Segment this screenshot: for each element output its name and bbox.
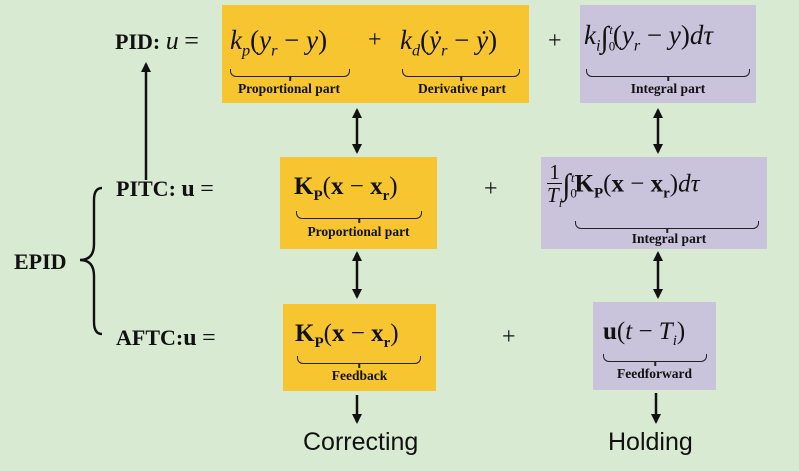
aftc-feedback-formula: KP(x − xr) [295, 320, 399, 351]
pitc-integral-brace [575, 221, 759, 229]
aftc-feedback-box: KP(x − xr) Feedback [283, 304, 436, 391]
pitc-equals: = [200, 176, 214, 202]
pitc-proportional-formula: KP(x − xr) [294, 173, 398, 204]
pid-plus-inner: + [368, 27, 382, 53]
pid-derivative-brace [402, 69, 520, 77]
correcting-label: Correcting [303, 428, 419, 456]
aftc-label-sep: : [175, 325, 184, 350]
aftc-plus-sign: + [502, 324, 516, 350]
pid-integral-box: ki∫0t(yr − y)dτ Integral part [580, 5, 756, 103]
pid-integral-formula: ki∫0t(yr − y)dτ [584, 20, 714, 55]
pid-proportional-formula: kp(yr − y) [230, 25, 328, 60]
pid-integral-brace [586, 69, 750, 77]
pid-proportional-caption: Proportional part [237, 81, 341, 96]
pitc-label-sep: : [168, 176, 176, 201]
pid-integral-caption: Integral part [630, 81, 706, 96]
pid-derivative-formula: kd(ẏr − ẏ) [400, 25, 498, 60]
aftc-feedforward-box: u(t − Ti) Feedforward [593, 302, 716, 390]
pid-u-symbol: u [165, 26, 179, 55]
pid-equals: = [184, 26, 199, 55]
pid-plus-sign: + [548, 28, 562, 54]
pid-derivative-caption: Derivative part [417, 81, 507, 96]
pid-label-sep: : [152, 29, 161, 54]
aftc-feedback-brace [297, 356, 421, 364]
aftc-feedforward-formula: u(t − Ti) [603, 318, 686, 349]
pitc-proportional-box: KP(x − xr) Proportional part [280, 157, 437, 249]
pitc-proportional-brace [296, 211, 422, 219]
holding-label: Holding [608, 428, 693, 456]
pid-prop-deriv-box: kp(yr − y) + kd(ẏr − ẏ) Proportional par… [222, 5, 529, 103]
pitc-integral-caption: Integral part [631, 231, 707, 246]
aftc-u-symbol: u [183, 325, 197, 351]
pitc-plus-sign: + [484, 176, 498, 202]
pid-proportional-brace [230, 69, 350, 77]
aftc-row-label: AFTC:u = [116, 325, 216, 352]
aftc-feedback-caption: Feedback [331, 368, 388, 383]
pitc-row-label: PITC: u = [116, 176, 214, 203]
pid-label-text: PID [115, 29, 153, 54]
pitc-label-text: PITC [116, 176, 169, 201]
pid-row-label: PID: u = [115, 26, 199, 56]
pitc-u-symbol: u [181, 176, 195, 202]
aftc-label-text: AFTC [116, 325, 176, 350]
pitc-proportional-caption: Proportional part [307, 224, 410, 239]
epid-label: EPID [14, 249, 67, 274]
epid-brace [79, 186, 103, 336]
aftc-equals: = [202, 325, 216, 351]
aftc-feedforward-caption: Feedforward [617, 366, 692, 381]
aftc-feedforward-brace [603, 354, 707, 362]
